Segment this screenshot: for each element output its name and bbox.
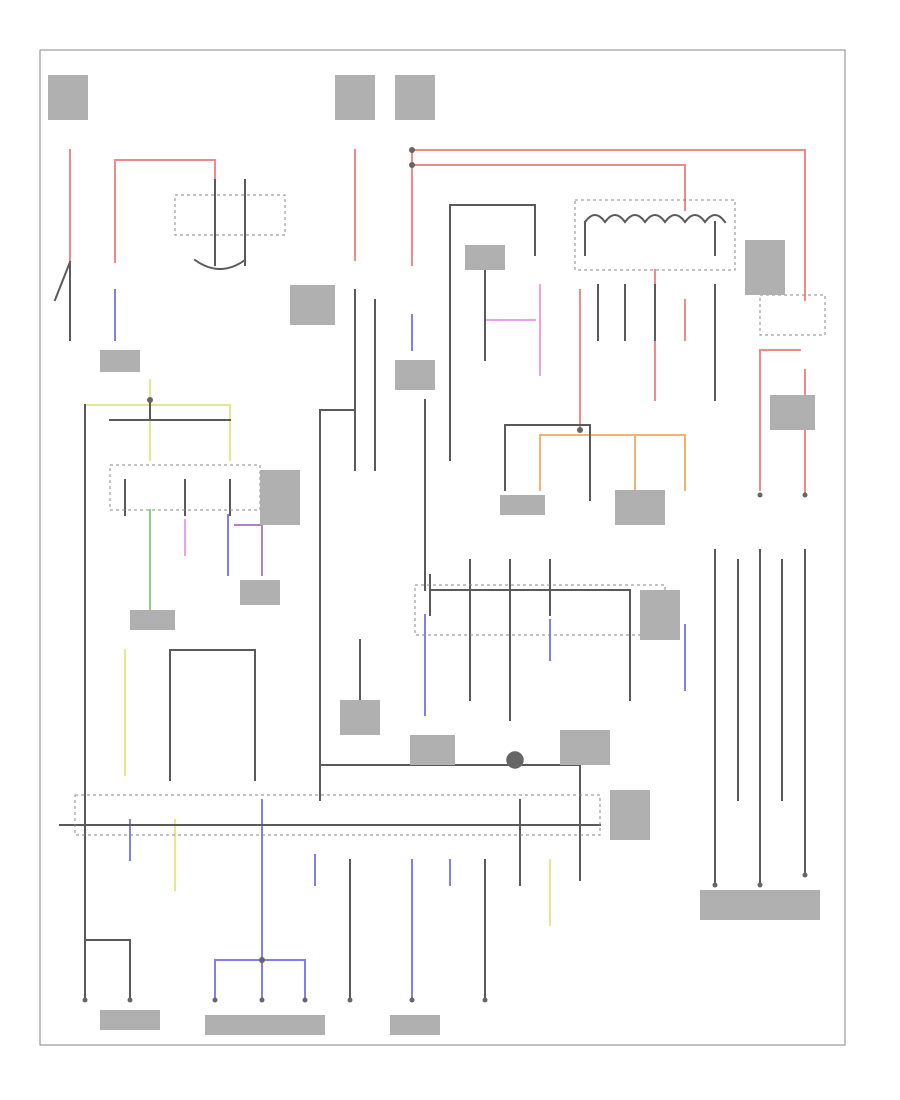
source-labels <box>48 75 435 120</box>
label-block <box>335 75 375 120</box>
junction-boxes <box>74 294 826 836</box>
terminal-points <box>82 492 808 1003</box>
splice-nodes <box>147 147 583 963</box>
relay-block <box>174 179 286 270</box>
label-block <box>48 75 88 120</box>
label-block <box>395 75 435 120</box>
blue-wires <box>114 289 686 1001</box>
diagram-frame <box>39 49 846 1046</box>
red-wires <box>69 149 806 496</box>
colored-wires <box>84 284 686 926</box>
component-captions <box>100 240 820 1035</box>
black-wires <box>53 204 806 1001</box>
fuse-coils <box>574 199 736 271</box>
